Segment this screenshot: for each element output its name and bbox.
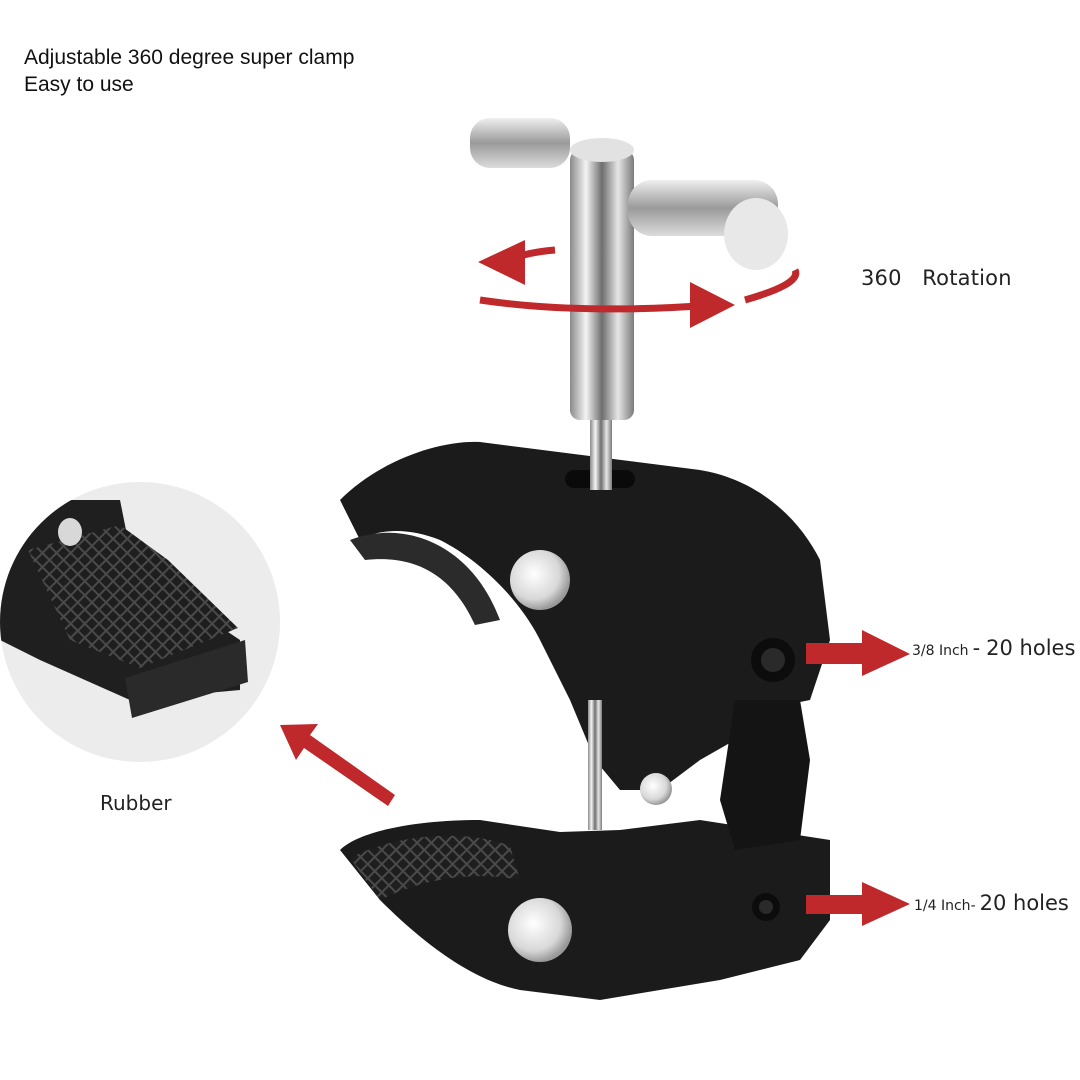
clamp-body [340,441,830,1000]
callout-arrow-3-8-hole [806,630,910,676]
hole-3-8-sep: - [972,636,981,660]
hole-1-4-count: 20 holes [979,891,1069,915]
rotation-label: 360 Rotation [861,266,1012,290]
hole-1-4-sep: - [970,898,976,914]
hole-1-4-label: 1/4 Inch - 20 holes [914,891,1069,915]
headline: Adjustable 360 degree super clamp Easy t… [24,44,354,98]
rubber-label: Rubber [100,791,172,815]
hole-3-8-size: 3/8 Inch [912,643,969,659]
rotation-arrowhead-left [478,240,525,285]
hole-3-8-count: 20 holes [986,636,1076,660]
hole-3-8-label: 3/8 Inch - 20 holes [912,636,1075,660]
rubber-detail-inset [0,482,280,762]
callout-arrow-rubber [280,724,395,806]
headline-line-2: Easy to use [24,73,134,96]
hole-1-4-size: 1/4 Inch [914,898,971,914]
callout-arrow-1-4-hole [806,882,910,926]
rotation-arrowhead-right [690,282,735,328]
t-handle-screw [470,118,788,490]
headline-line-1: Adjustable 360 degree super clamp [24,46,355,69]
